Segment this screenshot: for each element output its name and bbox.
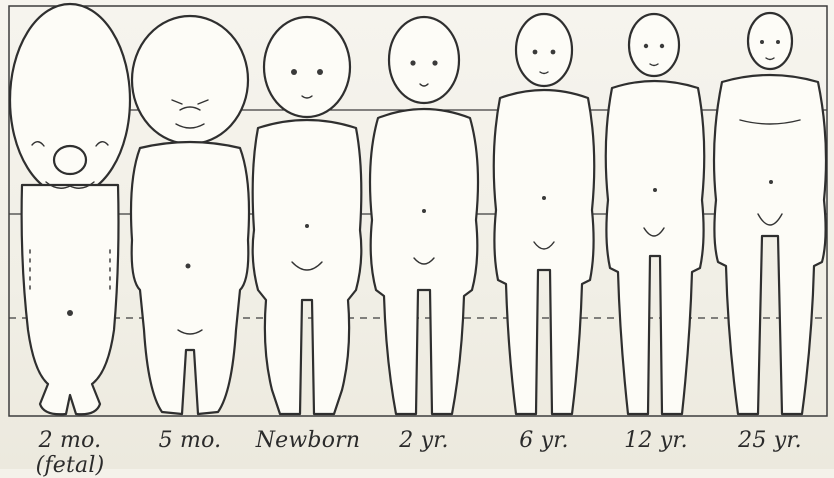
label-2yr: 2 yr. [364,428,484,453]
figure-newborn [253,17,362,414]
label-12yr: 12 yr. [596,428,716,453]
figure-12yr [606,14,705,414]
figure-5mo [131,16,249,414]
label-25yr: 25 yr. [710,428,830,453]
label-6yr: 6 yr. [484,428,604,453]
label-newborn: Newborn [248,428,368,453]
figure-6yr [494,14,595,414]
label-2mo-fetal: 2 mo. (fetal) [10,428,130,478]
figure-2yr [370,17,478,414]
label-5mo: 5 mo. [130,428,250,453]
figure-25yr [714,13,826,414]
figure-2mo-fetal [10,4,130,414]
